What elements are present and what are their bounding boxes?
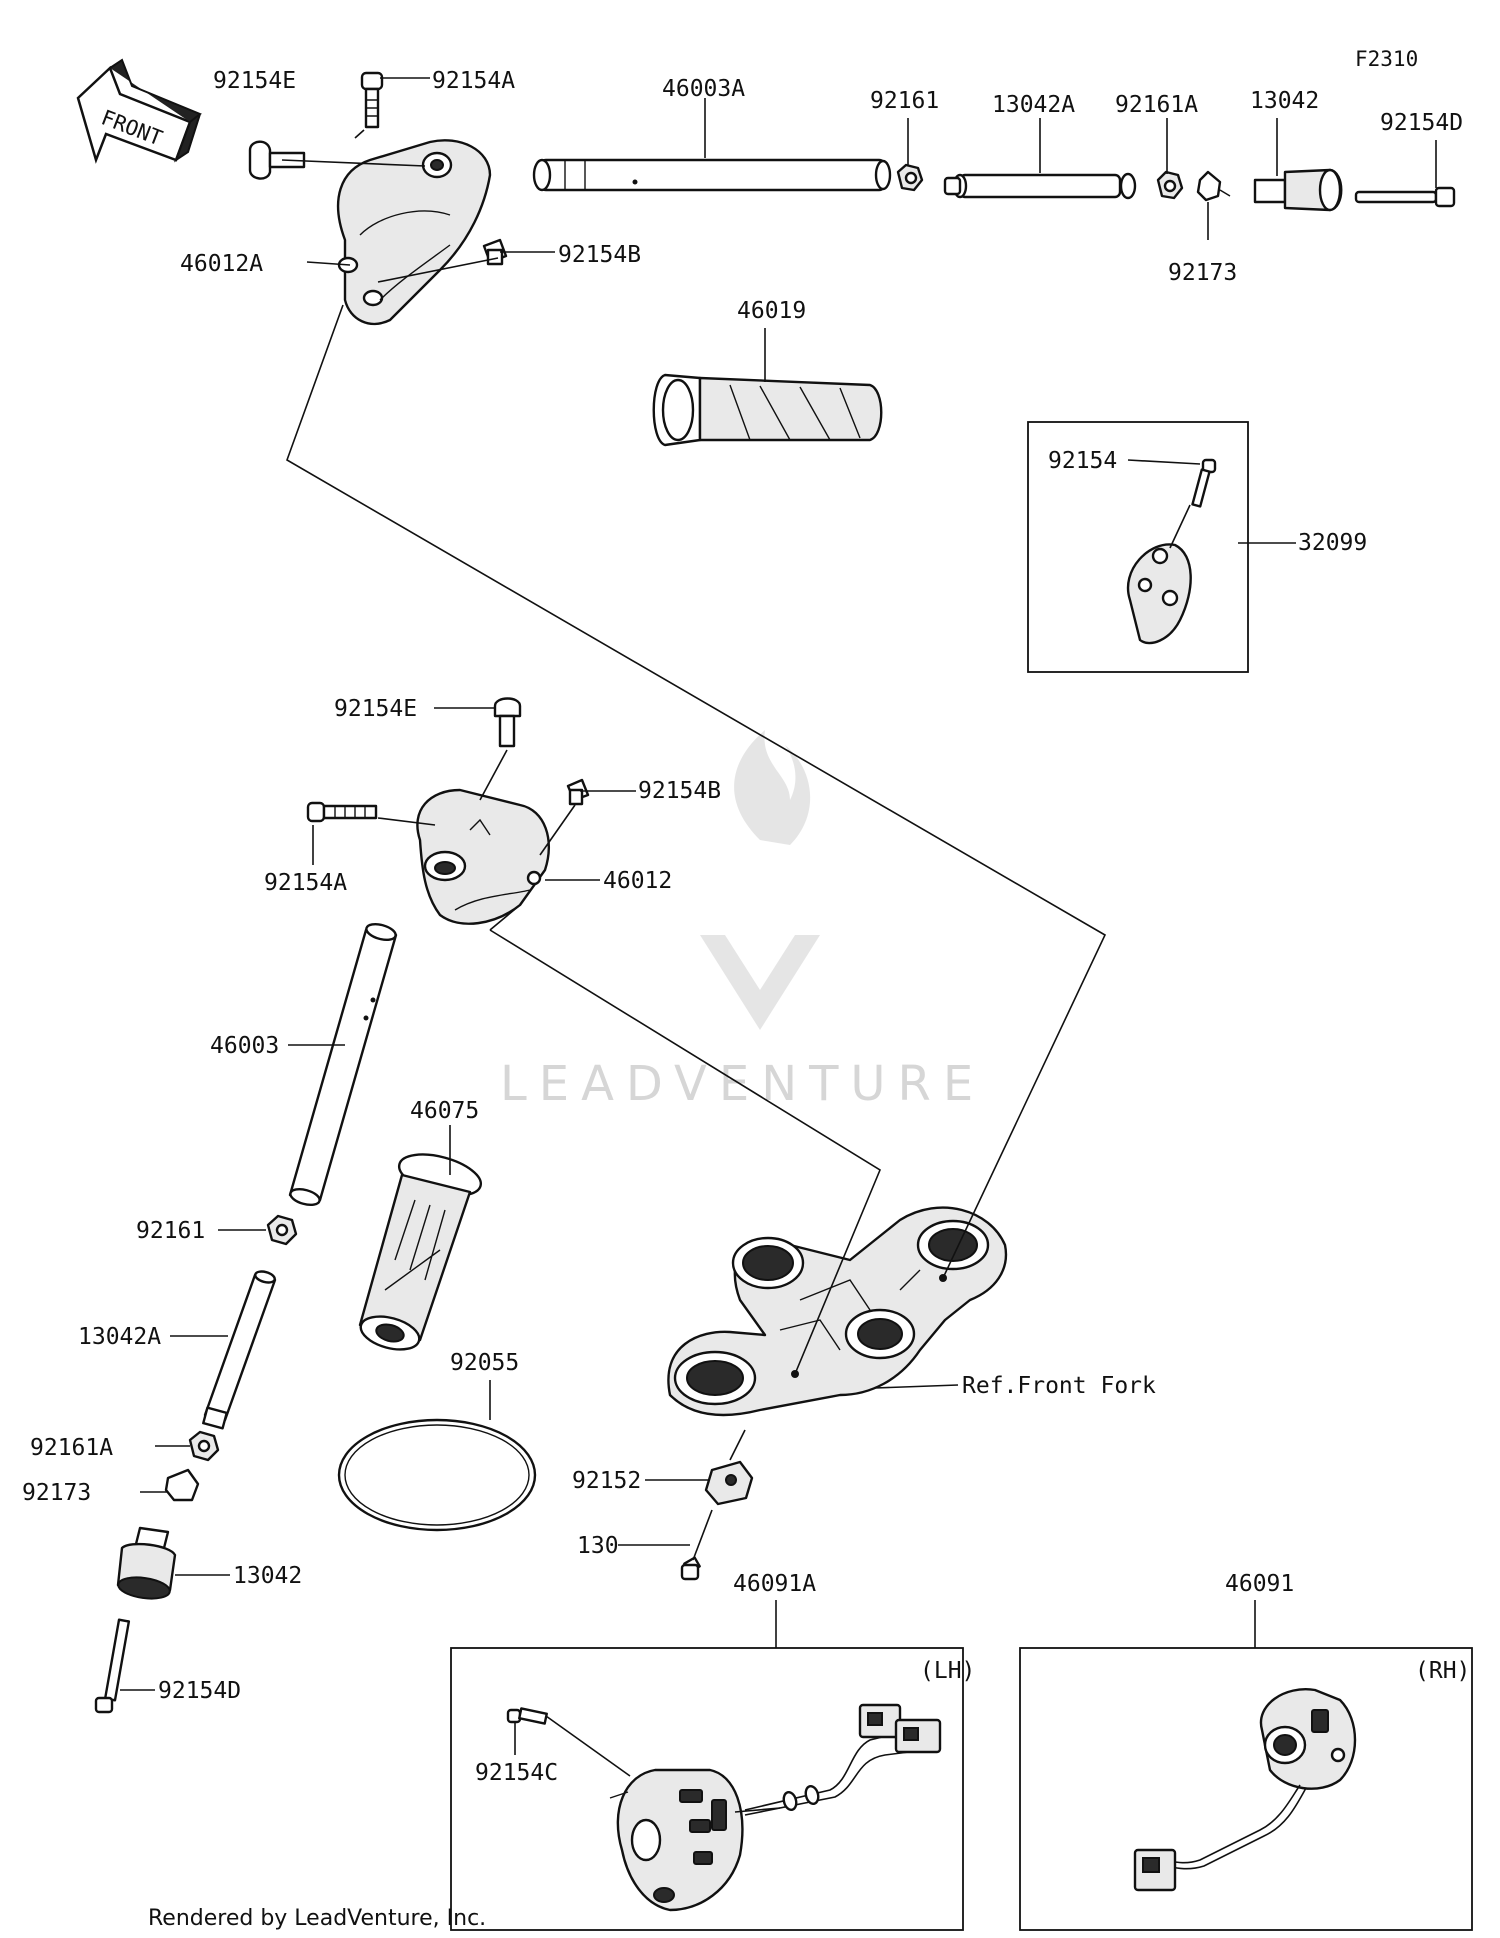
handlebar-tube-46003a	[532, 158, 892, 192]
weight-13042-low	[116, 1526, 177, 1600]
nut-92161a-top	[1156, 170, 1184, 200]
label-46091: 46091	[1225, 1571, 1294, 1597]
label-92152: 92152	[572, 1468, 641, 1494]
harness-rh	[1164, 1784, 1307, 1870]
leader-lines	[120, 77, 1437, 1813]
bolt-92154b-top	[482, 238, 508, 266]
label-92154-inset: 92154	[1048, 448, 1117, 474]
nut-92161-low	[266, 1214, 298, 1246]
bolt-130	[680, 1556, 701, 1581]
label-46019: 46019	[737, 298, 806, 324]
weight-shaft-13042a-top	[943, 172, 1137, 200]
inset-box-32099	[1027, 421, 1249, 673]
inset-box-46091a	[450, 1647, 964, 1931]
inset-box-46091	[1019, 1647, 1473, 1931]
nut-92161-top	[896, 163, 924, 192]
band-92055	[337, 1418, 537, 1532]
label-92055: 92055	[450, 1350, 519, 1376]
label-92154d-top: 92154D	[1380, 110, 1463, 136]
bolt-92154d-top	[1354, 186, 1456, 208]
watermark-text: LEADVENTURE	[500, 1056, 985, 1112]
handlebar-holder-46012a	[337, 139, 492, 326]
label-46012: 46012	[603, 868, 672, 894]
bolt-92154-inset	[1191, 458, 1217, 508]
label-92154a-mid: 92154A	[264, 870, 347, 896]
handlebar-holder-46012	[416, 788, 550, 925]
label-32099: 32099	[1298, 530, 1367, 556]
label-13042a-low: 13042A	[78, 1324, 161, 1350]
label-46012a: 46012A	[180, 251, 263, 277]
label-13042-top: 13042	[1250, 88, 1319, 114]
damper-92152	[704, 1460, 754, 1506]
label-130: 130	[577, 1533, 619, 1559]
label-92154b-top: 92154B	[558, 242, 641, 268]
label-92161a-top: 92161A	[1115, 92, 1198, 118]
handlebar-tube-46003	[288, 923, 398, 1206]
label-46003a: 46003A	[662, 76, 745, 102]
label-92161-low: 92161	[136, 1218, 205, 1244]
label-ref-front-fork: Ref.Front Fork	[962, 1373, 1156, 1399]
label-92154d-low: 92154D	[158, 1678, 241, 1704]
grip-46019	[652, 373, 883, 447]
bolt-92154a-mid	[306, 801, 378, 823]
label-92154a-top: 92154A	[432, 68, 515, 94]
connector-lh-2	[894, 1718, 942, 1754]
bolt-92154b-mid	[566, 778, 590, 806]
label-lh: (LH)	[920, 1658, 975, 1684]
switch-housing-lh	[609, 1768, 744, 1912]
footer-credit: Rendered by LeadVenture, Inc.	[148, 1906, 486, 1931]
watermark-logo	[700, 730, 820, 1030]
diagram-code: F2310	[1355, 47, 1418, 71]
grip-46075	[358, 1153, 483, 1351]
bracket-32099	[1126, 543, 1192, 645]
label-92154b-mid: 92154B	[638, 778, 721, 804]
bolt-92154c	[506, 1707, 548, 1725]
label-46091a: 46091A	[733, 1571, 816, 1597]
label-92154c: 92154C	[475, 1760, 558, 1786]
bolt-92154e-mid	[493, 697, 522, 748]
harness-lh	[744, 1729, 926, 1816]
label-rh: (RH)	[1415, 1658, 1470, 1684]
clip-92173-top	[1196, 170, 1231, 202]
label-92161a-low: 92161A	[30, 1435, 113, 1461]
front-arrow-icon	[76, 58, 202, 164]
label-92173-top: 92173	[1168, 260, 1237, 286]
switch-housing-rh	[1259, 1688, 1357, 1790]
upper-triple-clamp	[667, 1206, 1008, 1417]
nut-92161a-low	[188, 1430, 220, 1462]
connector-rh	[1133, 1848, 1177, 1892]
label-46075: 46075	[410, 1098, 479, 1124]
label-13042a-top: 13042A	[992, 92, 1075, 118]
label-92161-top: 92161	[870, 88, 939, 114]
label-92154e-top: 92154E	[213, 68, 296, 94]
label-13042-low: 13042	[233, 1563, 302, 1589]
label-46003: 46003	[210, 1033, 279, 1059]
label-92173-low: 92173	[22, 1480, 91, 1506]
weight-shaft-13042a-low	[202, 1270, 277, 1430]
label-92154e-mid: 92154E	[334, 696, 417, 722]
weight-13042-top	[1253, 168, 1343, 212]
bolt-92154d-low	[94, 1618, 131, 1714]
bolt-92154a-top	[360, 71, 384, 129]
clip-92173-low	[164, 1468, 200, 1502]
connector-lh-1	[858, 1703, 902, 1739]
